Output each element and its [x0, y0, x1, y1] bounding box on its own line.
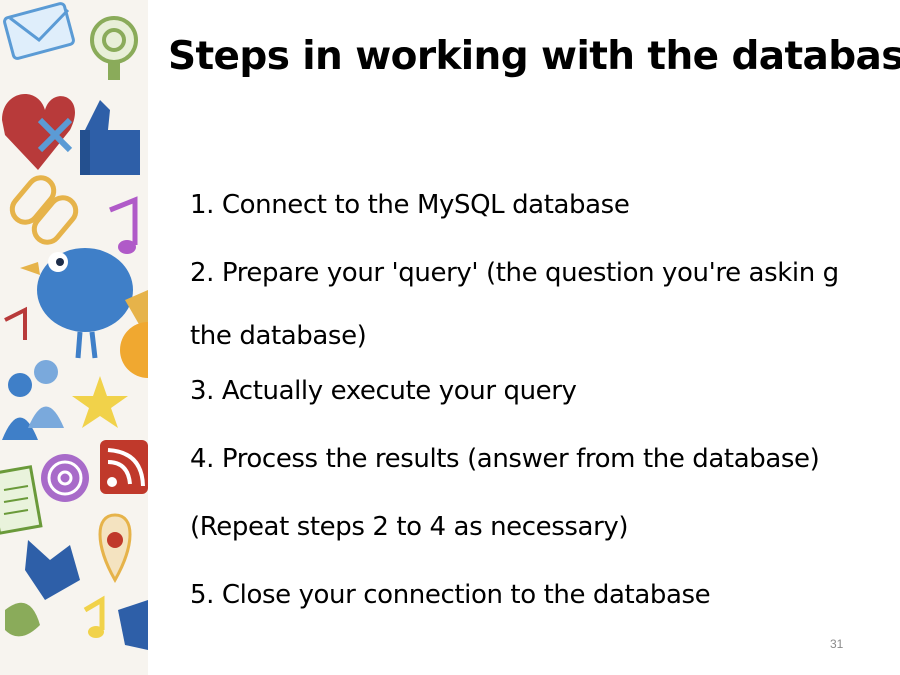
- star-icon: [72, 376, 128, 428]
- steps-list: 1. Connect to the MySQL database 2. Prep…: [190, 182, 885, 640]
- bird-icon: [20, 248, 148, 359]
- rss-icon: [100, 440, 148, 494]
- step-item: (Repeat steps 2 to 4 as necessary): [190, 512, 629, 542]
- music-note-icon: [109, 196, 138, 254]
- at-sign-icon: [41, 454, 89, 502]
- envelope-icon: [3, 2, 75, 60]
- chain-link-icon: [9, 175, 79, 245]
- page-number: 31: [830, 637, 844, 651]
- hand-cursor-icon: [25, 540, 80, 600]
- step-item: 4. Process the results (answer from the …: [190, 444, 820, 474]
- people-icon: [2, 360, 64, 440]
- blue-shape-icon: [118, 600, 148, 650]
- thumbs-up-icon: [80, 100, 140, 175]
- yellow-music-note-icon: [83, 595, 105, 630]
- step-item: 2. Prepare your 'query' (the question yo…: [190, 258, 839, 351]
- icon-collage: [0, 2, 148, 650]
- heart-icon: [2, 93, 75, 170]
- document-icon: [0, 465, 43, 535]
- red-music-note-icon: [4, 306, 27, 340]
- step-item: 3. Actually execute your query: [190, 376, 577, 406]
- leaf-icon: [5, 602, 40, 637]
- location-pin-icon: [98, 513, 132, 584]
- step-item: 1. Connect to the MySQL database: [190, 190, 630, 220]
- target-icon: [90, 16, 138, 80]
- step-item: 5. Close your connection to the database: [190, 580, 711, 610]
- decorative-icon-sidebar: [0, 0, 148, 675]
- slide-title: Steps in working with the database: [168, 34, 900, 79]
